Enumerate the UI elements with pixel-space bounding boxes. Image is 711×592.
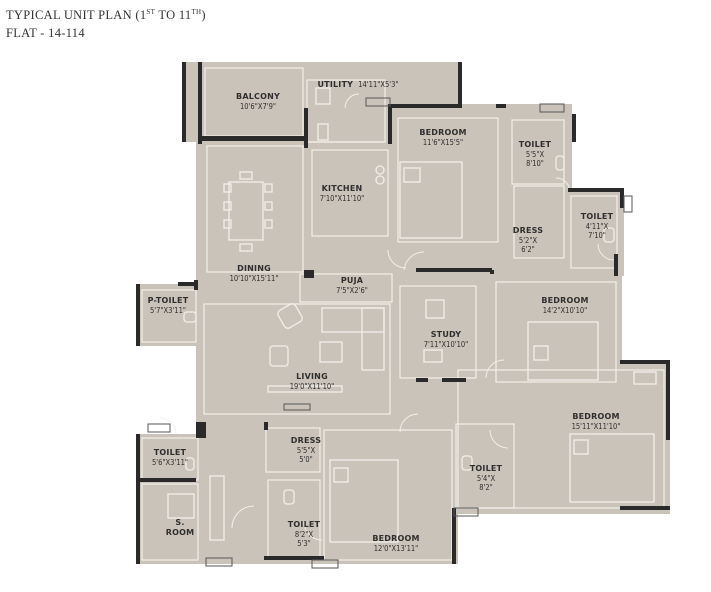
toilet4-name: TOILET <box>469 464 503 473</box>
puja-dim: 7'5"X2'6" <box>336 286 368 295</box>
toilet1-dim: 5'5"X <box>525 150 545 159</box>
flat-number: FLAT - 14-114 <box>6 26 85 40</box>
kitchen-dim: 7'10"X11'10" <box>319 194 365 203</box>
toilet5-dim: 8'2"X <box>294 530 314 539</box>
bedroom4-name: BEDROOM <box>372 534 420 543</box>
toilet5-dim2: 5'3" <box>297 539 311 549</box>
sroom-dim: ROOM <box>165 528 195 537</box>
room-label-puja: PUJA 7'5"X2'6" <box>336 276 368 295</box>
ptoilet-name: P-TOILET <box>147 296 189 305</box>
balcony-dim: 10'6"X7'9" <box>239 102 276 111</box>
balcony-name: BALCONY <box>236 92 280 101</box>
toilet2-name: TOILET <box>580 212 614 221</box>
study-name: STUDY <box>430 330 462 339</box>
utility-name: UTILITY <box>317 80 354 89</box>
room-label-dress-2: DRESS 5'5"X 5'0" <box>291 436 321 465</box>
dress1-dim: 5'2"X <box>518 236 538 245</box>
bedroom3-dim: 15'11"X11'10" <box>571 422 621 431</box>
title-sup-st: ST <box>146 8 156 16</box>
furniture <box>167 87 657 543</box>
toilet4-dim: 5'4"X <box>476 474 496 483</box>
room-label-utility: UTILITY 14'11"X5'3" <box>317 72 398 92</box>
living-dim: 19'0"X11'10" <box>289 382 335 391</box>
dining-name: DINING <box>237 264 271 273</box>
room-label-bedroom-4: BEDROOM 12'0"X13'11" <box>372 534 419 553</box>
bedroom4-dim: 12'0"X13'11" <box>373 544 419 553</box>
toilet3-name: TOILET <box>153 448 187 457</box>
room-label-balcony: BALCONY 10'6"X7'9" <box>236 92 280 111</box>
room-label-toilet-1: TOILET 5'5"X 8'10" <box>519 140 551 169</box>
toilet2-dim: 4'11"X <box>585 222 609 231</box>
toilet1-name: TOILET <box>518 140 552 149</box>
bedroom2-name: BEDROOM <box>541 296 589 305</box>
room-label-toilet-5: TOILET 8'2"X 5'3" <box>288 520 320 549</box>
room-label-dress-1: DRESS 5'2"X 6'2" <box>513 226 543 255</box>
bedroom3-name: BEDROOM <box>572 412 620 421</box>
plan-title: TYPICAL UNIT PLAN (1ST TO 11TH) <box>6 8 206 23</box>
room-label-s-room: S. ROOM <box>166 518 195 538</box>
room-label-dining: DINING 10'10"X15'11" <box>230 264 279 283</box>
dress2-dim: 5'5"X <box>296 446 316 455</box>
dress1-name: DRESS <box>512 226 544 235</box>
dress2-dim2: 5'0" <box>299 455 313 465</box>
puja-name: PUJA <box>340 276 364 285</box>
windows <box>147 97 633 569</box>
bedroom2-dim: 14'2"X10'10" <box>542 306 588 315</box>
toilet3-dim: 5'6"X3'11" <box>152 458 188 467</box>
dress2-name: DRESS <box>290 436 322 445</box>
ptoilet-dim: 5'7"X3'11" <box>149 306 186 315</box>
floor-area <box>136 62 670 564</box>
toilet2-dim2: 7'10" <box>588 231 606 241</box>
room-label-bedroom-1: BEDROOM 11'6"X15'5" <box>419 128 466 147</box>
title-sup-th: TH <box>191 8 202 16</box>
title-text: TYPICAL UNIT PLAN (1 <box>6 8 147 22</box>
sroom-name: S. <box>175 518 185 527</box>
title-text-mid: TO 11 <box>155 8 192 22</box>
title-text-end: ) <box>201 8 206 22</box>
room-label-bedroom-2: BEDROOM 14'2"X10'10" <box>541 296 588 315</box>
room-label-living: LIVING 19'0"X11'10" <box>290 372 335 391</box>
living-name: LIVING <box>296 372 328 381</box>
door-swings <box>159 93 615 541</box>
room-label-bedroom-3: BEDROOM 15'11"X11'10" <box>572 412 621 431</box>
toilet1-dim2: 8'10" <box>526 159 544 169</box>
bedroom1-dim: 11'6"X15'5" <box>422 138 464 147</box>
room-label-toilet-4: TOILET 5'4"X 8'2" <box>470 464 502 493</box>
room-label-toilet-2: TOILET 4'11"X 7'10" <box>581 212 613 241</box>
study-dim: 7'11"X10'10" <box>423 340 469 349</box>
room-label-toilet-3: TOILET 5'6"X3'11" <box>152 448 188 467</box>
kitchen-name: KITCHEN <box>321 184 363 193</box>
dining-dim: 10'10"X15'11" <box>229 274 279 283</box>
dress1-dim2: 6'2" <box>521 245 535 255</box>
toilet4-dim2: 8'2" <box>479 483 493 493</box>
utility-dim: 14'11"X5'3" <box>358 80 399 89</box>
room-label-p-toilet: P-TOILET 5'7"X3'11" <box>148 296 189 315</box>
room-label-kitchen: KITCHEN 7'10"X11'10" <box>320 184 365 203</box>
room-label-study: STUDY 7'11"X10'10" <box>424 330 469 349</box>
toilet5-name: TOILET <box>287 520 321 529</box>
walls <box>136 62 670 564</box>
bedroom1-name: BEDROOM <box>419 128 467 137</box>
